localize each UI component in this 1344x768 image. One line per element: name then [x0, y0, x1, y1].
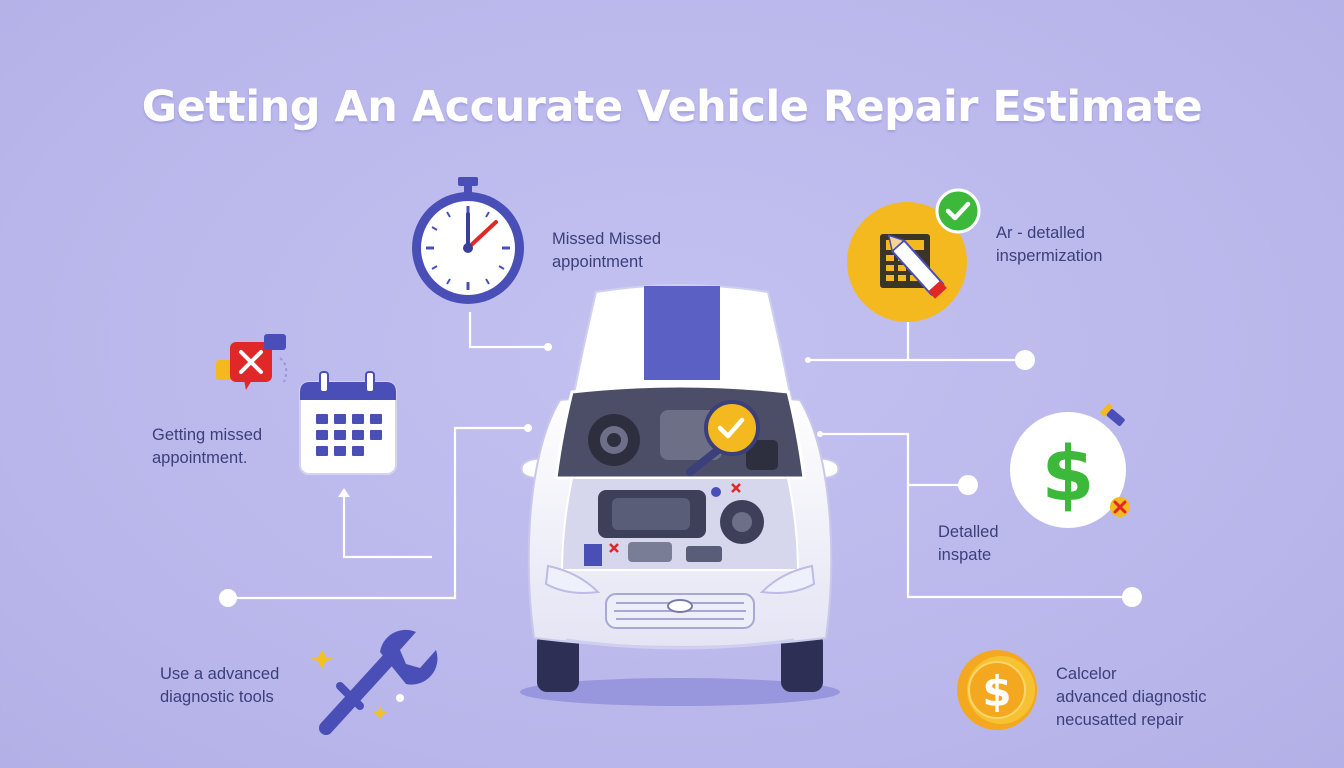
page-title: Getting An Accurate Vehicle Repair Estim…	[141, 82, 1203, 132]
connector-dot	[805, 357, 811, 363]
connector-calendar	[342, 490, 432, 559]
connector-dot	[817, 431, 823, 437]
wrench-icon	[310, 629, 438, 735]
engine-gear	[588, 414, 640, 466]
connector-lines	[228, 312, 1132, 600]
label-advanced-diagnostic-tools: Use a advanced diagnostic tools	[160, 665, 280, 706]
label-getting-missed-appointment: Getting missed appointment.	[152, 426, 263, 467]
connector-mid-right	[820, 432, 968, 487]
connector-dot	[1015, 350, 1035, 370]
calculator-pencil-icon	[847, 202, 967, 322]
coin-glyph: $	[982, 667, 1011, 716]
connector-stopwatch	[468, 312, 548, 349]
checkmark-icon	[935, 188, 981, 234]
error-message-icon	[216, 334, 288, 390]
car-illustration	[520, 284, 840, 706]
connector-dot	[1122, 587, 1142, 607]
dollar-icon: $	[1010, 402, 1130, 528]
connector-dots	[219, 343, 1142, 607]
connector-dot	[524, 424, 532, 432]
connector-dot	[544, 343, 552, 351]
label-detailed-inspate: Detalled inspate	[938, 523, 999, 564]
calendar-icon	[299, 371, 397, 475]
connector-dot	[219, 589, 237, 607]
magnifier-check-icon	[686, 400, 760, 476]
connector-dot	[958, 475, 978, 495]
connector-mid-left	[228, 426, 528, 600]
label-detailed-inspection: Ar - detalled inspermization	[996, 224, 1103, 265]
coin-dollar-icon: $	[957, 650, 1037, 730]
label-missed-appointment: Missed Missed appointment	[552, 230, 662, 271]
arrow-head	[338, 488, 350, 497]
stopwatch-icon	[412, 177, 524, 304]
label-calculator-repair: Calcelor advanced diagnostic necusatted …	[1056, 665, 1207, 729]
dollar-glyph: $	[1042, 429, 1095, 518]
connector-bottom-right	[906, 485, 1132, 599]
